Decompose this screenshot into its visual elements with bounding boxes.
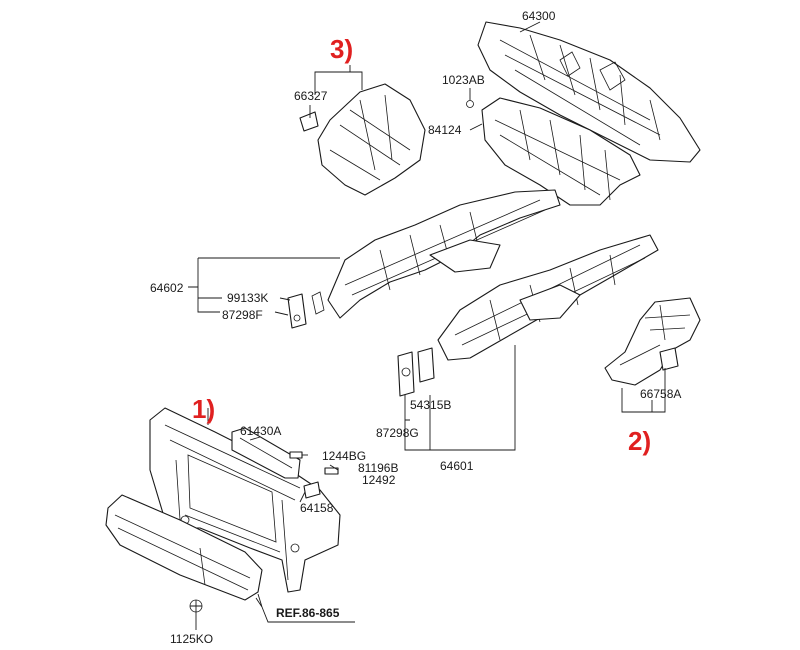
cowl-panel-84124 (481, 97, 641, 206)
label-87298F: 87298F (222, 308, 263, 322)
label-64300: 64300 (522, 9, 556, 23)
bumper-beam (105, 494, 263, 601)
side-member-64602 (287, 189, 561, 329)
label-1244BG: 1244BG (322, 449, 366, 463)
clip-64158 (303, 481, 321, 499)
bolt-1023AB (466, 100, 474, 108)
label-64601: 64601 (440, 459, 474, 473)
label-87298G: 87298G (376, 426, 419, 440)
label-64602: 64602 (150, 281, 184, 295)
label-1023AB: 1023AB (442, 73, 485, 87)
label-1125KO: 1125KO (170, 632, 213, 646)
callout-2: 2) (628, 426, 651, 456)
bolt-1244BG (289, 451, 303, 459)
side-member-64601 (397, 234, 659, 397)
label-64158: 64158 (300, 501, 334, 515)
callout-1: 1) (192, 394, 215, 424)
front-bracket-66758A (604, 297, 701, 386)
bolt-1125KO (189, 599, 203, 613)
ref-underline (261, 606, 355, 623)
bolt-81196B (324, 467, 339, 475)
label-61430A: 61430A (240, 424, 281, 438)
dash-panel-64300 (477, 21, 701, 163)
label-81196B: 81196B (358, 461, 398, 475)
label-54315B: 54315B (410, 398, 451, 412)
label-66758A: 66758A (640, 387, 681, 401)
leader-lines (188, 21, 666, 630)
label-12492: 12492 (362, 473, 396, 487)
rear-bracket-66327 (299, 83, 426, 196)
reference-link[interactable]: REF.86-865 (276, 606, 340, 620)
label-66327: 66327 (294, 89, 328, 103)
label-99133K: 99133K (227, 291, 268, 305)
label-84124: 84124 (428, 123, 462, 137)
callout-3: 3) (330, 34, 353, 64)
